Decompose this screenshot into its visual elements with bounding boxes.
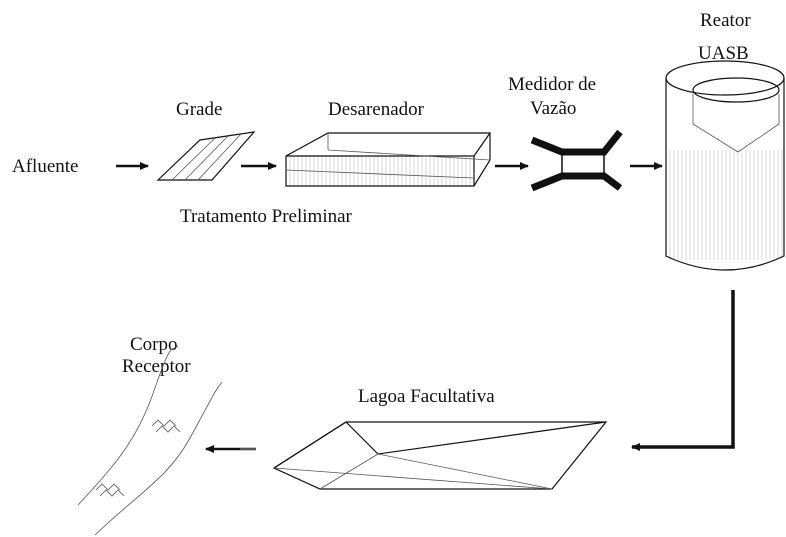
afluente-label: Afluente (12, 156, 78, 177)
tratamento-preliminar-label: Tratamento Preliminar (180, 206, 353, 227)
grade-label: Grade (176, 99, 222, 120)
corpo-receptor-river-icon (77, 345, 223, 536)
corpo-label-line1: Corpo (130, 334, 178, 355)
reator-label-line2: UASB (698, 43, 749, 64)
medidor-label-line1: Medidor de (508, 74, 596, 95)
lagoa-label: Lagoa Facultativa (358, 386, 495, 407)
reator-uasb-icon (665, 60, 785, 271)
medidor-label-line2: Vazão (530, 98, 576, 119)
grade-screen-icon (156, 131, 256, 181)
arrow-reator-to-lagoa (631, 290, 735, 451)
medidor-flume-icon (530, 129, 623, 192)
lagoa-pond-icon (272, 421, 608, 490)
corpo-label-line2: Receptor (122, 356, 191, 377)
reator-label-line1: Reator (700, 10, 751, 31)
desarenador-label: Desarenador (328, 99, 425, 120)
water-wave-icon (95, 483, 125, 497)
desarenador-tank-icon (285, 132, 491, 187)
water-wave-icon (151, 419, 181, 433)
